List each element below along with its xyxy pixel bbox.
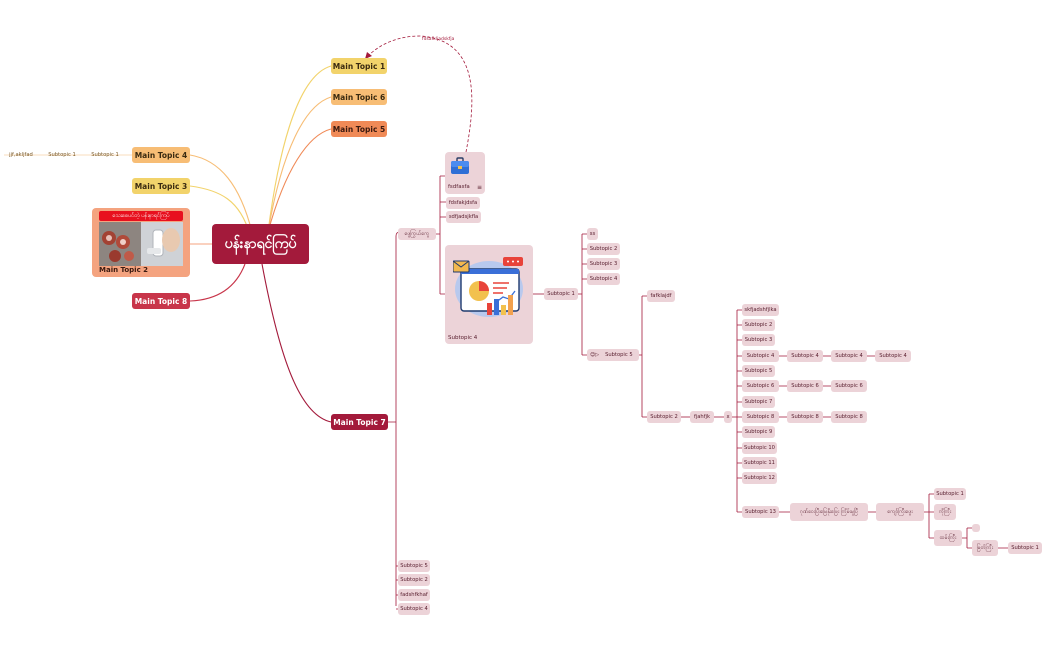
relationship-label[interactable]: fdsafkljadskfja xyxy=(422,37,455,42)
analytics-chart-illustration xyxy=(453,257,523,317)
x-child-4[interactable]: Subtopic 4 xyxy=(742,350,779,362)
c8-chain-2[interactable]: Subtopic 8 xyxy=(831,411,867,423)
s5-subtopic-2[interactable]: Subtopic 2 xyxy=(647,411,681,423)
x-child-5[interactable]: Subtopic 5 xyxy=(742,365,775,377)
emoji-status-icon: 😊▷ xyxy=(590,352,600,358)
c8-chain-1[interactable]: Subtopic 8 xyxy=(787,411,823,423)
s1-subtopic-3[interactable]: Subtopic 3 xyxy=(587,258,620,270)
central-topic[interactable]: ပန်းနာရင်ကြပ် xyxy=(212,224,309,264)
c13-myanmar-node-4[interactable]: ထမ်းကြီး xyxy=(934,530,962,546)
chart-card-label: Subtopic 4 xyxy=(448,335,478,341)
c4-chain-2[interactable]: Subtopic 4 xyxy=(831,350,867,362)
connector-mt4 xyxy=(189,154,253,233)
main-topic-2-label: Main Topic 2 xyxy=(99,266,149,274)
s1-subtopic-2[interactable]: Subtopic 2 xyxy=(587,243,620,255)
x-child-6[interactable]: Subtopic 6 xyxy=(742,380,779,392)
x-child-10[interactable]: Subtopic 10 xyxy=(742,442,777,454)
main-topic-7[interactable]: Main Topic 7 xyxy=(331,414,388,430)
main-topic-6[interactable]: Main Topic 6 xyxy=(331,89,387,105)
connector-mt6 xyxy=(267,96,332,233)
x-child-11[interactable]: Subtopic 11 xyxy=(742,457,777,469)
briefcase-card[interactable]: fsdfasfa ≡ xyxy=(445,152,485,194)
main-topic-8[interactable]: Main Topic 8 xyxy=(132,293,190,309)
s1-subtopic-5-label: Subtopic 5 xyxy=(605,352,633,358)
briefcase-card-label: fsdfasfa xyxy=(448,184,470,190)
x-child-13[interactable]: Subtopic 13 xyxy=(742,506,779,518)
mt4-subtopic-a[interactable]: Subtopic 1 xyxy=(91,152,119,158)
main-topic-4[interactable]: Main Topic 4 xyxy=(132,147,190,163)
x-child-12[interactable]: Subtopic 12 xyxy=(742,472,777,484)
mt7-fdsfakjdsfa[interactable]: fdsfakjdsfa xyxy=(446,197,480,209)
mt4-subtopic-c[interactable]: jjf,akljfad xyxy=(9,152,33,158)
connector-mt8 xyxy=(189,263,246,302)
main-topic-3[interactable]: Main Topic 3 xyxy=(132,178,190,194)
c13-myanmar-node-2[interactable]: ကျော်ကြီးဖွေး xyxy=(876,503,924,521)
x-child-8[interactable]: Subtopic 8 xyxy=(742,411,779,423)
mt7-myanmar-node[interactable]: ဖွေကြွယ်ကွေ xyxy=(398,228,436,240)
notes-icon: ≡ xyxy=(477,184,483,191)
s1-ss[interactable]: ss xyxy=(587,228,598,240)
s1-subtopic-4[interactable]: Subtopic 4 xyxy=(587,273,620,285)
inhaler-lungs-image xyxy=(99,222,183,266)
main-topic-1[interactable]: Main Topic 1 xyxy=(331,58,387,74)
x-child-1[interactable]: skfjadshfjlka xyxy=(742,304,779,316)
s5-fafklajdf[interactable]: fafklajdf xyxy=(647,290,675,302)
s1-subtopic-5[interactable]: 😊▷ Subtopic 5 xyxy=(587,349,639,361)
mt7-fadshfkhaf[interactable]: fadshfkhaf xyxy=(398,589,430,601)
relationship-curve xyxy=(367,35,473,153)
mt7-subtopic-2[interactable]: Subtopic 2 xyxy=(398,574,430,586)
x-child-3[interactable]: Subtopic 3 xyxy=(742,334,775,346)
fjahfjk-node[interactable]: fjahfjk xyxy=(690,411,714,423)
s1-spine xyxy=(578,233,587,356)
mt7-spine xyxy=(388,231,401,610)
mt7-sdfjadsjkfla[interactable]: sdfjadsjkfla xyxy=(446,211,481,223)
s5-spine xyxy=(639,295,647,418)
x-node[interactable]: x xyxy=(724,411,732,423)
m5-subtopic-1[interactable]: Subtopic 1 xyxy=(1008,542,1042,554)
mt4-subtopic-b[interactable]: Subtopic 1 xyxy=(48,152,76,158)
c13-myanmar-node[interactable]: ဂုဏ်ဝေးပြီးမြေနိုးဖြေး ကြိမ်းမှုပြီ xyxy=(790,503,868,521)
chart-card[interactable]: Subtopic 4 xyxy=(445,245,533,344)
c13-chain-line xyxy=(779,493,934,539)
g-spine xyxy=(436,175,446,295)
connector-mt1 xyxy=(267,65,332,233)
image-banner: သေးစေပင်တဲ့ ပန်းနာရင်ကြပ် xyxy=(99,211,183,221)
chart-subtopic-1[interactable]: Subtopic 1 xyxy=(544,288,578,300)
c13-myanmar-node-5[interactable]: မြတ်ကြီး xyxy=(972,540,998,556)
relationship-arrowhead xyxy=(365,52,372,59)
x-child-7[interactable]: Subtopic 7 xyxy=(742,396,775,408)
x-spine xyxy=(732,309,742,513)
m4-children-line xyxy=(962,527,1008,549)
connector-mt7 xyxy=(261,263,332,423)
briefcase-icon xyxy=(451,157,469,174)
main-topic-5[interactable]: Main Topic 5 xyxy=(331,121,387,137)
mt7-subtopic-4[interactable]: Subtopic 4 xyxy=(398,603,430,615)
mt7-subtopic-5[interactable]: Subtopic 5 xyxy=(398,560,430,572)
x-child-9[interactable]: Subtopic 9 xyxy=(742,426,775,438)
c13-myanmar-node-3[interactable]: ကိုကြီး xyxy=(934,504,956,520)
x-child-2[interactable]: Subtopic 2 xyxy=(742,319,775,331)
c6-chain-1[interactable]: Subtopic 6 xyxy=(787,380,823,392)
empty-topic-node[interactable] xyxy=(972,524,980,532)
c6-chain-2[interactable]: Subtopic 6 xyxy=(831,380,867,392)
connector-mt5 xyxy=(267,128,332,233)
main-topic-2-card[interactable]: သေးစေပင်တဲ့ ပန်းနာရင်ကြပ် Main Topic 2 xyxy=(92,208,190,277)
c4-chain-1[interactable]: Subtopic 4 xyxy=(787,350,823,362)
c4-chain-3[interactable]: Subtopic 4 xyxy=(875,350,911,362)
c13-subtopic-1[interactable]: Subtopic 1 xyxy=(934,488,966,500)
